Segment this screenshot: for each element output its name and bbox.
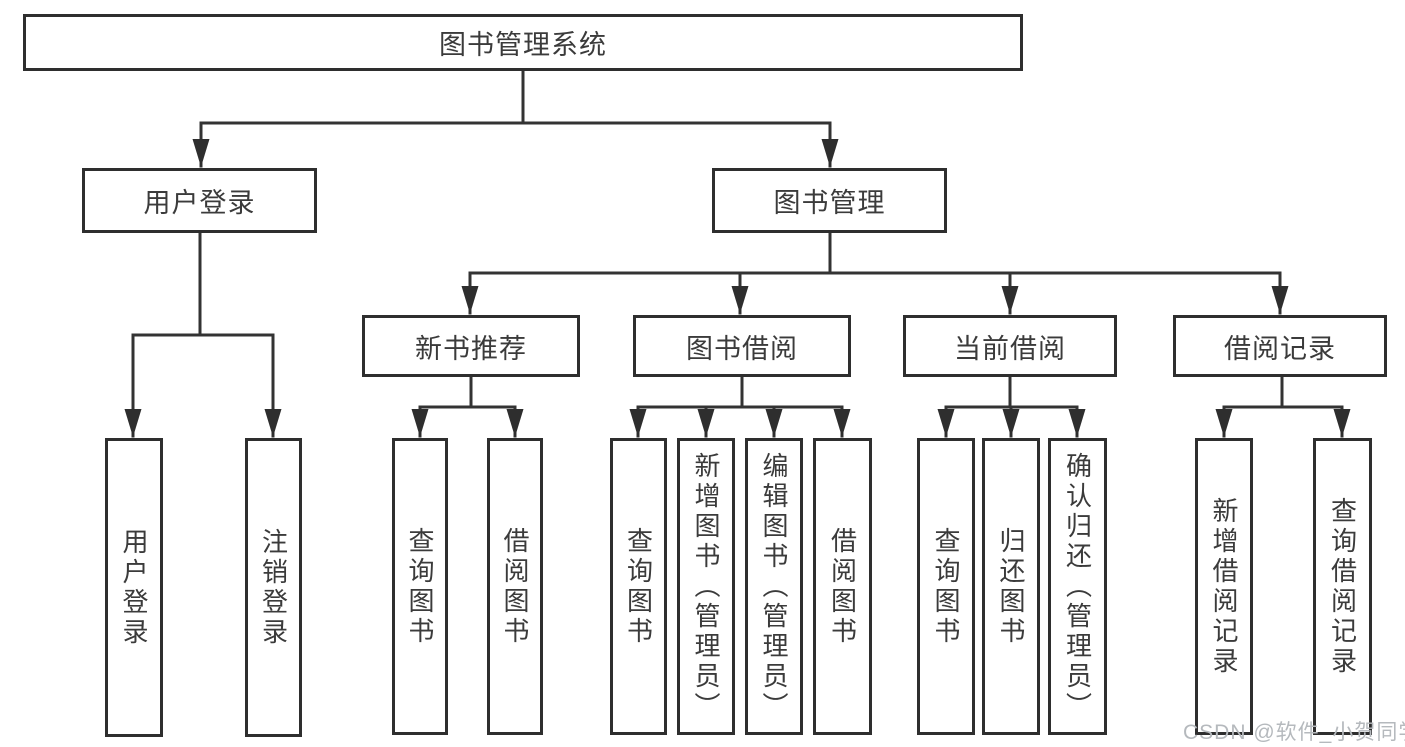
down-arrowhead-icon	[1068, 409, 1086, 437]
connector-path	[131, 231, 275, 438]
down-arrowhead-icon	[821, 139, 839, 167]
down-arrowhead-icon	[461, 286, 479, 314]
connector-lines	[131, 69, 1344, 438]
node-current-borrowing: 当前借阅	[903, 315, 1117, 377]
down-arrowhead-icon	[264, 409, 282, 437]
down-arrowhead-icon	[1001, 286, 1019, 314]
down-arrowhead-icon	[192, 139, 210, 167]
down-arrowhead-icon	[411, 409, 429, 437]
down-arrowhead-icon	[1271, 286, 1289, 314]
leaf-edit-books-admin: 编辑图书（管理员）	[745, 438, 803, 735]
leaf-logout: 注销登录	[245, 438, 302, 737]
down-arrowhead-icon	[629, 409, 647, 437]
leaf-add-borrow-record: 新增借阅记录	[1195, 438, 1253, 735]
leaf-user-login: 用户登录	[105, 438, 163, 737]
down-arrowhead-icon	[1333, 409, 1351, 437]
leaf-return-books: 归还图书	[982, 438, 1040, 735]
leaf-query-books-current: 查询图书	[917, 438, 975, 735]
down-arrowhead-icon	[1002, 409, 1020, 437]
node-library-management-system: 图书管理系统	[23, 14, 1023, 71]
leaf-add-books-admin: 新增图书（管理员）	[677, 438, 735, 735]
down-arrowhead-icon	[697, 409, 715, 437]
node-new-book-recommend: 新书推荐	[362, 315, 580, 377]
connector-path	[1222, 375, 1344, 438]
down-arrowhead-icon	[731, 286, 749, 314]
node-user-login: 用户登录	[82, 168, 317, 233]
down-arrowhead-icon	[124, 409, 142, 437]
connector-path	[468, 231, 1282, 315]
leaf-query-books-recommend: 查询图书	[392, 438, 448, 735]
down-arrowhead-icon	[937, 409, 955, 437]
leaf-borrow-books-borrowing: 借阅图书	[813, 438, 872, 735]
connector-path	[418, 375, 517, 438]
node-book-management: 图书管理	[712, 168, 947, 233]
connector-path	[636, 375, 844, 438]
csdn-watermark: CSDN @软件_小贺同学	[1183, 721, 1405, 744]
node-borrowing-records: 借阅记录	[1173, 315, 1387, 377]
leaf-borrow-books-recommend: 借阅图书	[487, 438, 543, 735]
arrowheads-group	[124, 139, 1351, 437]
down-arrowhead-icon	[833, 409, 851, 437]
node-book-borrowing: 图书借阅	[633, 315, 851, 377]
leaf-query-borrow-record: 查询借阅记录	[1313, 438, 1372, 735]
leaf-query-books-borrowing: 查询图书	[610, 438, 667, 735]
leaf-confirm-return-admin: 确认归还（管理员）	[1048, 438, 1107, 735]
down-arrowhead-icon	[765, 409, 783, 437]
connector-path	[199, 69, 832, 168]
down-arrowhead-icon	[506, 409, 524, 437]
down-arrowhead-icon	[1215, 409, 1233, 437]
